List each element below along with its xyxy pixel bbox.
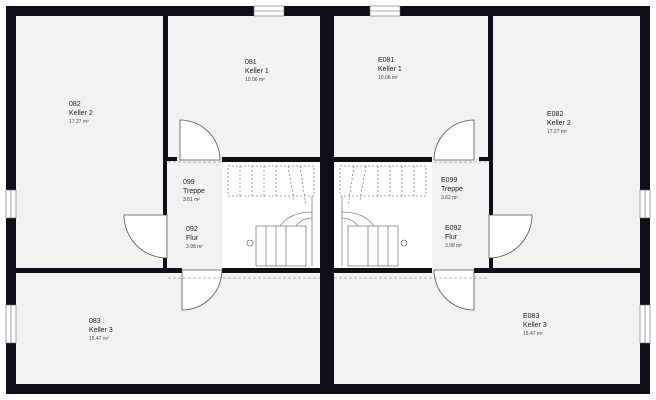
room-number: E082 — [547, 111, 564, 118]
windows — [5, 5, 651, 344]
room-name: Keller 1 — [378, 66, 402, 73]
room-name: Flur — [445, 234, 458, 241]
room-name: Flur — [186, 235, 199, 242]
room-label-E099: E099 Treppe 3.62 m² — [441, 176, 463, 202]
room-name: Keller 2 — [547, 120, 571, 127]
room-area: 17.27 m² — [547, 129, 567, 135]
room-label-E083: E083 Keller 3 15.47 m² — [523, 312, 547, 338]
stairs-left — [227, 165, 315, 267]
room-area: 15.47 m² — [89, 336, 109, 342]
room-label-E081: E081 Keller 1 10.06 m² — [378, 56, 402, 82]
room-number: 081 — [245, 59, 257, 66]
room-number: 092 — [186, 226, 198, 233]
room-name: Treppe — [183, 188, 205, 195]
stairs-right — [339, 165, 427, 267]
door-E082 — [488, 214, 533, 259]
door-E081 — [433, 119, 475, 161]
room-number: 082 — [69, 101, 81, 108]
room-label-E092: E092 Flur 3.98 m² — [445, 224, 462, 250]
room-area: 3.62 m² — [441, 195, 458, 201]
room-label-081: 081 Keller 1 10.06 m² — [245, 58, 269, 84]
room-name: Treppe — [441, 186, 463, 193]
room-name: Keller 3 — [523, 322, 547, 329]
room-number: E099 — [441, 177, 458, 184]
room-area: 3.98 m² — [186, 244, 203, 250]
room-area: 3.61 m² — [183, 197, 200, 203]
door-082 — [123, 214, 168, 259]
room-area: 15.47 m² — [523, 331, 543, 337]
stair-area-right — [334, 162, 432, 270]
room-name: Keller 2 — [69, 110, 93, 117]
room-number: E083 — [523, 313, 540, 320]
room-label-E082: E082 Keller 2 17.27 m² — [547, 110, 571, 136]
room-area: 10.06 m² — [245, 77, 265, 83]
room-area: 10.06 m² — [378, 75, 398, 81]
room-label-082: 082 Keller 2 17.27 m² — [69, 100, 93, 126]
room-area: 17.27 m² — [69, 119, 89, 125]
interior-walls — [12, 16, 644, 273]
doors — [123, 119, 533, 311]
door-083 — [181, 269, 223, 311]
room-number: 083 — [89, 318, 101, 325]
room-area: 3.98 m² — [445, 243, 462, 249]
room-label-083: 083 Keller 3 15.47 m² — [89, 317, 113, 343]
door-E083 — [433, 269, 475, 311]
room-number: E092 — [445, 225, 462, 232]
stair-area-left — [222, 162, 320, 270]
room-number: E081 — [378, 57, 395, 64]
room-name: Keller 3 — [89, 327, 113, 334]
corridor-outline — [168, 161, 488, 279]
room-label-092: 092 Flur 3.98 m² — [186, 225, 203, 251]
door-081 — [179, 119, 221, 161]
party-wall — [320, 6, 334, 394]
room-number: 099 — [183, 179, 195, 186]
room-name: Keller 1 — [245, 68, 269, 75]
room-label-099: 099 Treppe 3.61 m² — [183, 178, 205, 204]
